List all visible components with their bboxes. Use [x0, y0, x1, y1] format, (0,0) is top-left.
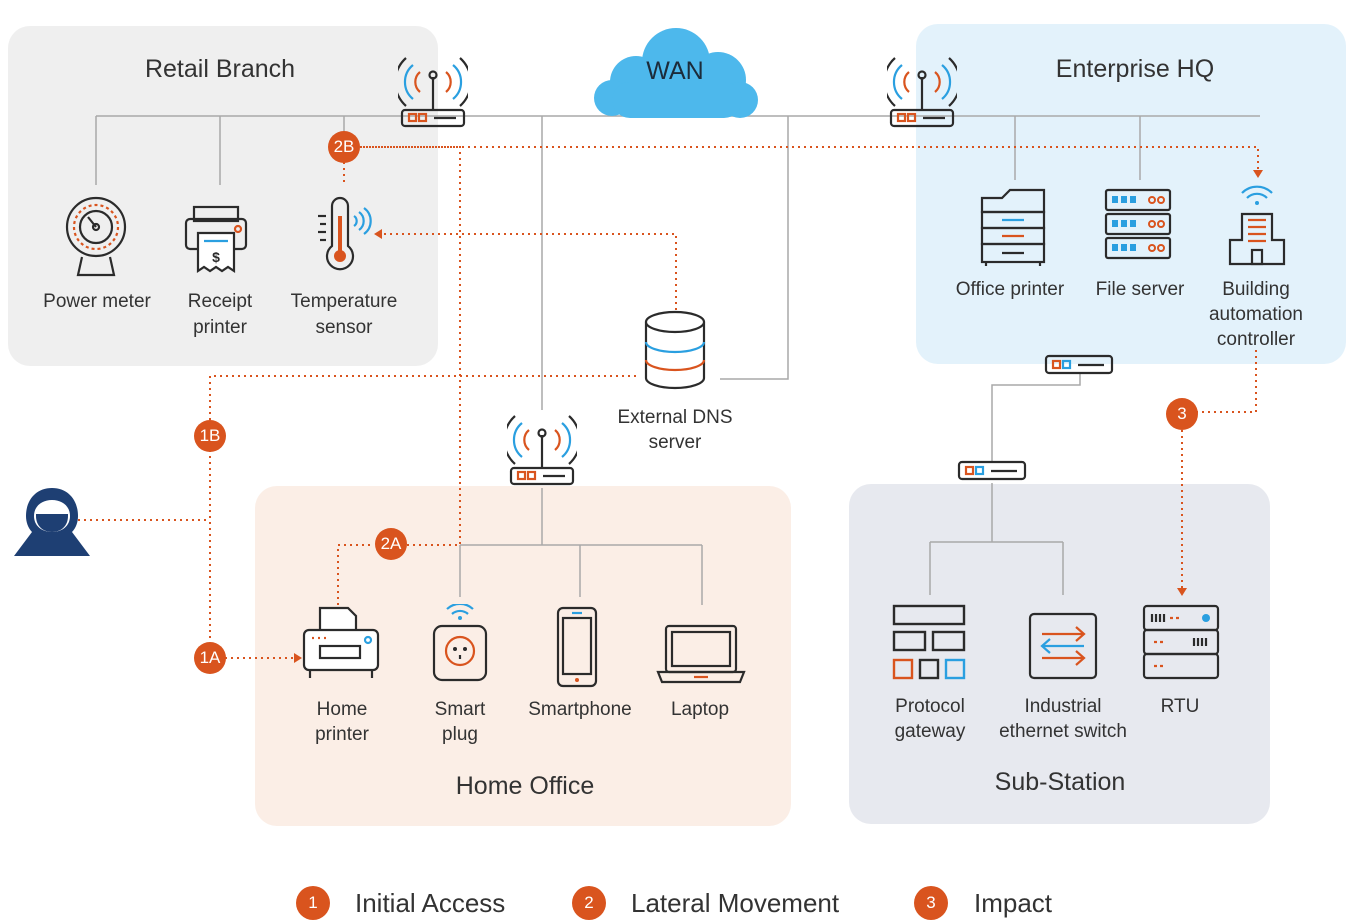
legend-label-impact: Impact: [974, 888, 1053, 918]
wireless-router-icon: [398, 57, 468, 128]
file-server-icon: [1104, 188, 1172, 260]
legend-badge-lateral-movement: 2: [572, 886, 606, 920]
temperature-sensor-label-line2: sensor: [315, 317, 373, 338]
home-printer-label-line2: printer: [315, 724, 369, 745]
laptop-icon: [656, 624, 746, 684]
building-automation-label-line3: controller: [1216, 329, 1296, 350]
step-badge-2b: 2B: [328, 131, 360, 163]
enterprise-hq-zone: [916, 24, 1346, 364]
step-badge-1a: 1A: [194, 642, 226, 674]
receipt-printer-label-line2: printer: [193, 317, 247, 338]
building-automation-label-line1: Building: [1222, 279, 1290, 300]
industrial-switch-icon: [1028, 612, 1098, 680]
legend-badge-impact: 3: [914, 886, 948, 920]
receipt-printer-icon: $: [184, 205, 248, 274]
svg-text:$: $: [212, 249, 220, 265]
industrial-switch-label-line2: ethernet switch: [999, 721, 1127, 742]
building-automation-label-line2: automation: [1208, 304, 1303, 325]
power-meter-label: Power meter: [43, 291, 151, 312]
rtu-icon: [1142, 604, 1220, 680]
temperature-sensor-label-line1: Temperature: [290, 291, 398, 312]
retail-branch-zone: [8, 26, 438, 366]
office-printer-label: Office printer: [955, 279, 1065, 300]
smartphone-label: Smartphone: [528, 699, 632, 720]
office-printer-icon: [980, 188, 1046, 266]
wan-label: WAN: [646, 57, 704, 85]
building-automation-icon: [1228, 185, 1286, 266]
dns-server-label-line1: External DNS: [617, 407, 733, 428]
legend-label-lateral-movement: Lateral Movement: [631, 888, 840, 918]
industrial-switch-label-line1: Industrial: [1024, 696, 1102, 717]
network-switch-icon: [1044, 354, 1114, 375]
enterprise-hq-title: Enterprise HQ: [1055, 55, 1215, 83]
dns-server-label-line2: server: [648, 432, 702, 453]
wireless-router-icon: [507, 415, 577, 486]
protocol-gateway-label-line2: gateway: [894, 721, 966, 742]
wan-cloud-icon: [594, 28, 758, 118]
dns-server-icon: [644, 310, 706, 390]
attacker-icon: [14, 488, 90, 556]
rtu-label: RTU: [1160, 696, 1200, 717]
smart-plug-icon: [432, 604, 488, 682]
file-server-label: File server: [1095, 279, 1185, 300]
smart-plug-label-line1: Smart: [434, 699, 486, 720]
wireless-router-icon: [887, 57, 957, 128]
home-printer-label-line1: Home: [316, 699, 368, 720]
network-switch-icon: [957, 460, 1027, 481]
smartphone-icon: [556, 606, 598, 688]
retail-branch-title: Retail Branch: [144, 55, 296, 83]
protocol-gateway-label-line1: Protocol: [895, 696, 965, 717]
temperature-sensor-icon: [318, 196, 372, 271]
substation-title: Sub-Station: [994, 768, 1126, 796]
power-meter-icon: [65, 196, 127, 277]
protocol-gateway-icon: [892, 604, 966, 680]
legend-badge-initial-access: 1: [296, 886, 330, 920]
step-badge-1b: 1B: [194, 420, 226, 452]
home-printer-icon: [302, 606, 380, 678]
home-office-title: Home Office: [455, 772, 595, 800]
legend-label-initial-access: Initial Access: [355, 888, 506, 918]
step-badge-3: 3: [1166, 398, 1198, 430]
laptop-label: Laptop: [670, 699, 730, 720]
step-badge-2a: 2A: [375, 528, 407, 560]
smart-plug-label-line2: plug: [442, 724, 478, 745]
receipt-printer-label-line1: Receipt: [187, 291, 253, 312]
